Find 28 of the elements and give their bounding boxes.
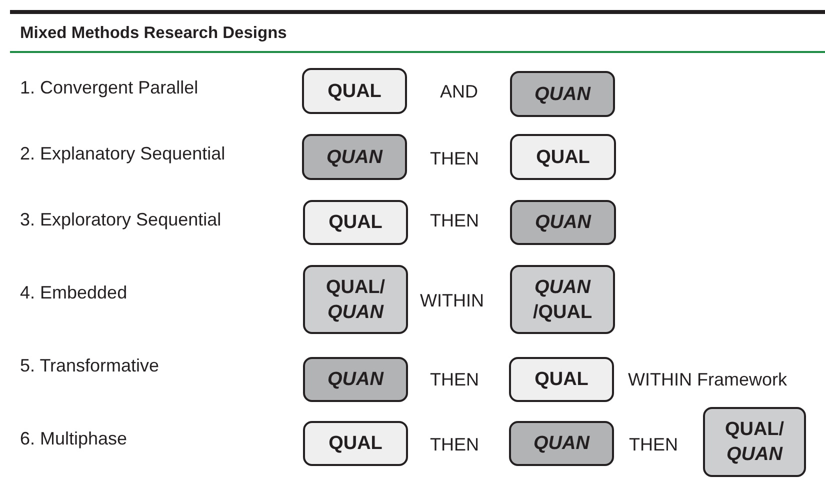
method-box: QUAL (509, 357, 614, 402)
connector-word: THEN (430, 434, 479, 456)
method-box: QUAL/ QUAN (703, 407, 806, 477)
design-name: 5. Transformative (20, 356, 160, 376)
method-box: QUAL (302, 68, 407, 114)
connector-word: THEN (430, 148, 479, 170)
connector-word: THEN (629, 434, 678, 456)
connector-word: WITHIN Framework (628, 370, 787, 390)
design-name: 6. Multiphase (20, 428, 128, 450)
method-box: QUAN (509, 421, 614, 466)
heading: Mixed Methods Research Designs (20, 24, 287, 43)
method-box: QUAN /QUAL (510, 265, 615, 334)
connector-word: THEN (430, 210, 479, 232)
method-box: QUAL (303, 200, 408, 245)
connector-word: AND (440, 82, 478, 102)
method-box: QUAN (510, 71, 615, 117)
design-name: 3. Exploratory Sequential (20, 210, 222, 230)
connector-word: THEN (430, 370, 479, 390)
method-box: QUAL (303, 421, 408, 466)
method-box: QUAL/ QUAN (303, 265, 408, 334)
design-name: 1. Convergent Parallel (20, 78, 198, 98)
method-box: QUAL (510, 134, 616, 180)
design-name: 4. Embedded (20, 282, 128, 304)
connector-word: WITHIN (420, 290, 484, 312)
method-box: QUAN (303, 357, 408, 402)
method-box: QUAN (302, 134, 407, 180)
design-name: 2. Explanatory Sequential (20, 144, 226, 164)
method-box: QUAN (510, 200, 616, 245)
